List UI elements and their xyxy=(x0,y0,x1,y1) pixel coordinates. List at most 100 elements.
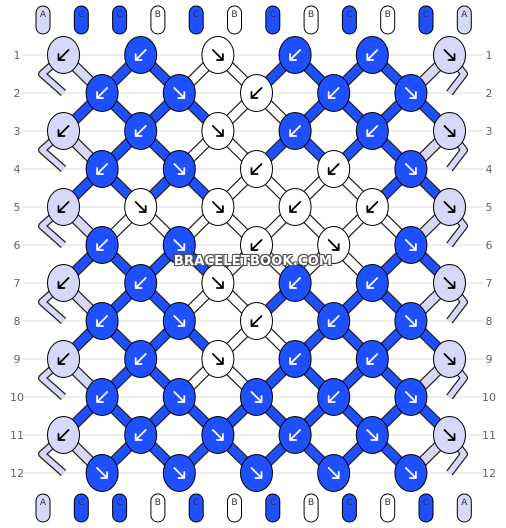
knot xyxy=(433,416,466,454)
knot xyxy=(278,340,312,378)
forward-arrow-icon xyxy=(211,429,224,441)
knot xyxy=(124,264,158,302)
backward-arrow-icon xyxy=(96,239,108,251)
backward-arrow-icon xyxy=(57,277,70,289)
top-string-end: A xyxy=(35,5,51,35)
bottom-string-end: B xyxy=(380,493,396,523)
row-label-left: 6 xyxy=(14,239,21,252)
forward-arrow-icon xyxy=(327,467,340,479)
backward-arrow-icon xyxy=(134,277,147,289)
backward-arrow-icon xyxy=(250,315,263,327)
bottom-string-end: A xyxy=(456,493,472,523)
forward-arrow-icon xyxy=(443,277,456,289)
backward-arrow-icon xyxy=(289,49,302,61)
backward-arrow-icon xyxy=(289,201,302,213)
string-end-label: C xyxy=(423,498,429,508)
knot xyxy=(201,188,235,226)
knot xyxy=(124,36,158,74)
string-end-tab xyxy=(150,493,166,523)
string-end-label: B xyxy=(155,498,161,508)
backward-arrow-icon xyxy=(327,163,340,175)
top-string-end: C xyxy=(188,5,204,35)
knot xyxy=(317,74,351,112)
backward-arrow-icon xyxy=(96,163,108,175)
knot xyxy=(394,74,428,112)
backward-arrow-icon xyxy=(57,49,70,61)
forward-arrow-icon xyxy=(404,467,417,479)
knot xyxy=(85,74,119,112)
string-end-label: B xyxy=(385,498,391,508)
knot xyxy=(240,226,273,264)
string-end-tab xyxy=(265,493,281,523)
knot xyxy=(355,416,389,454)
knot xyxy=(47,416,80,454)
knot xyxy=(355,36,389,74)
knot xyxy=(201,112,235,150)
forward-arrow-icon xyxy=(404,315,417,327)
string-end-tab xyxy=(380,493,396,523)
knot xyxy=(124,340,158,378)
string-end-tab xyxy=(188,493,204,523)
forward-arrow-icon xyxy=(211,353,224,365)
row-label-left: 5 xyxy=(14,201,21,214)
knot xyxy=(394,150,428,188)
forward-arrow-icon xyxy=(404,163,417,175)
row-label-right: 4 xyxy=(486,163,493,176)
string-end-label: B xyxy=(385,10,391,20)
forward-arrow-icon xyxy=(211,125,224,137)
backward-arrow-icon xyxy=(250,87,263,99)
knot xyxy=(317,378,351,416)
top-string-end: C xyxy=(73,5,89,35)
knot xyxy=(278,36,312,74)
forward-arrow-icon xyxy=(173,163,186,175)
bottom-string-end: B xyxy=(150,493,166,523)
string-end-label: C xyxy=(193,498,199,508)
top-string-end: C xyxy=(265,5,281,35)
knot xyxy=(317,454,351,492)
knot xyxy=(433,112,466,150)
knot xyxy=(394,378,428,416)
knot xyxy=(394,226,428,264)
backward-arrow-icon xyxy=(366,125,379,137)
backward-arrow-icon xyxy=(57,429,70,441)
top-string-end: C xyxy=(112,5,128,35)
forward-arrow-icon xyxy=(250,467,263,479)
knot xyxy=(433,340,466,378)
forward-arrow-icon xyxy=(327,239,340,251)
knot xyxy=(47,264,80,302)
backward-arrow-icon xyxy=(250,163,263,175)
knot xyxy=(47,340,80,378)
backward-arrow-icon xyxy=(366,201,379,213)
row-label-left: 4 xyxy=(14,163,21,176)
row-label-right: 2 xyxy=(486,87,493,100)
string-end-tab xyxy=(418,5,434,35)
top-string-end: B xyxy=(150,5,166,35)
row-label-left: 12 xyxy=(10,467,24,480)
knot xyxy=(317,302,351,340)
string-end-tab xyxy=(265,5,281,35)
bottom-string-end: A xyxy=(35,493,51,523)
knot xyxy=(47,36,80,74)
row-label-left: 11 xyxy=(10,429,24,442)
knot xyxy=(394,454,428,492)
string-end-tab xyxy=(227,493,242,523)
forward-arrow-icon xyxy=(173,239,186,251)
top-string-end: A xyxy=(456,5,472,35)
knot xyxy=(124,416,158,454)
string-end-tab xyxy=(112,5,128,35)
knot xyxy=(394,302,428,340)
row-label-right: 8 xyxy=(486,315,493,328)
string-end-label: B xyxy=(155,10,161,20)
string-end-label: A xyxy=(461,498,468,508)
knot xyxy=(278,188,312,226)
backward-arrow-icon xyxy=(250,239,263,251)
knot xyxy=(124,112,158,150)
knot xyxy=(240,454,273,492)
row-label-left: 7 xyxy=(14,277,21,290)
row-label-right: 1 xyxy=(486,49,493,62)
knot xyxy=(47,188,80,226)
top-string-end: B xyxy=(303,5,319,35)
knot xyxy=(433,264,466,302)
string-end-tab xyxy=(380,5,396,35)
